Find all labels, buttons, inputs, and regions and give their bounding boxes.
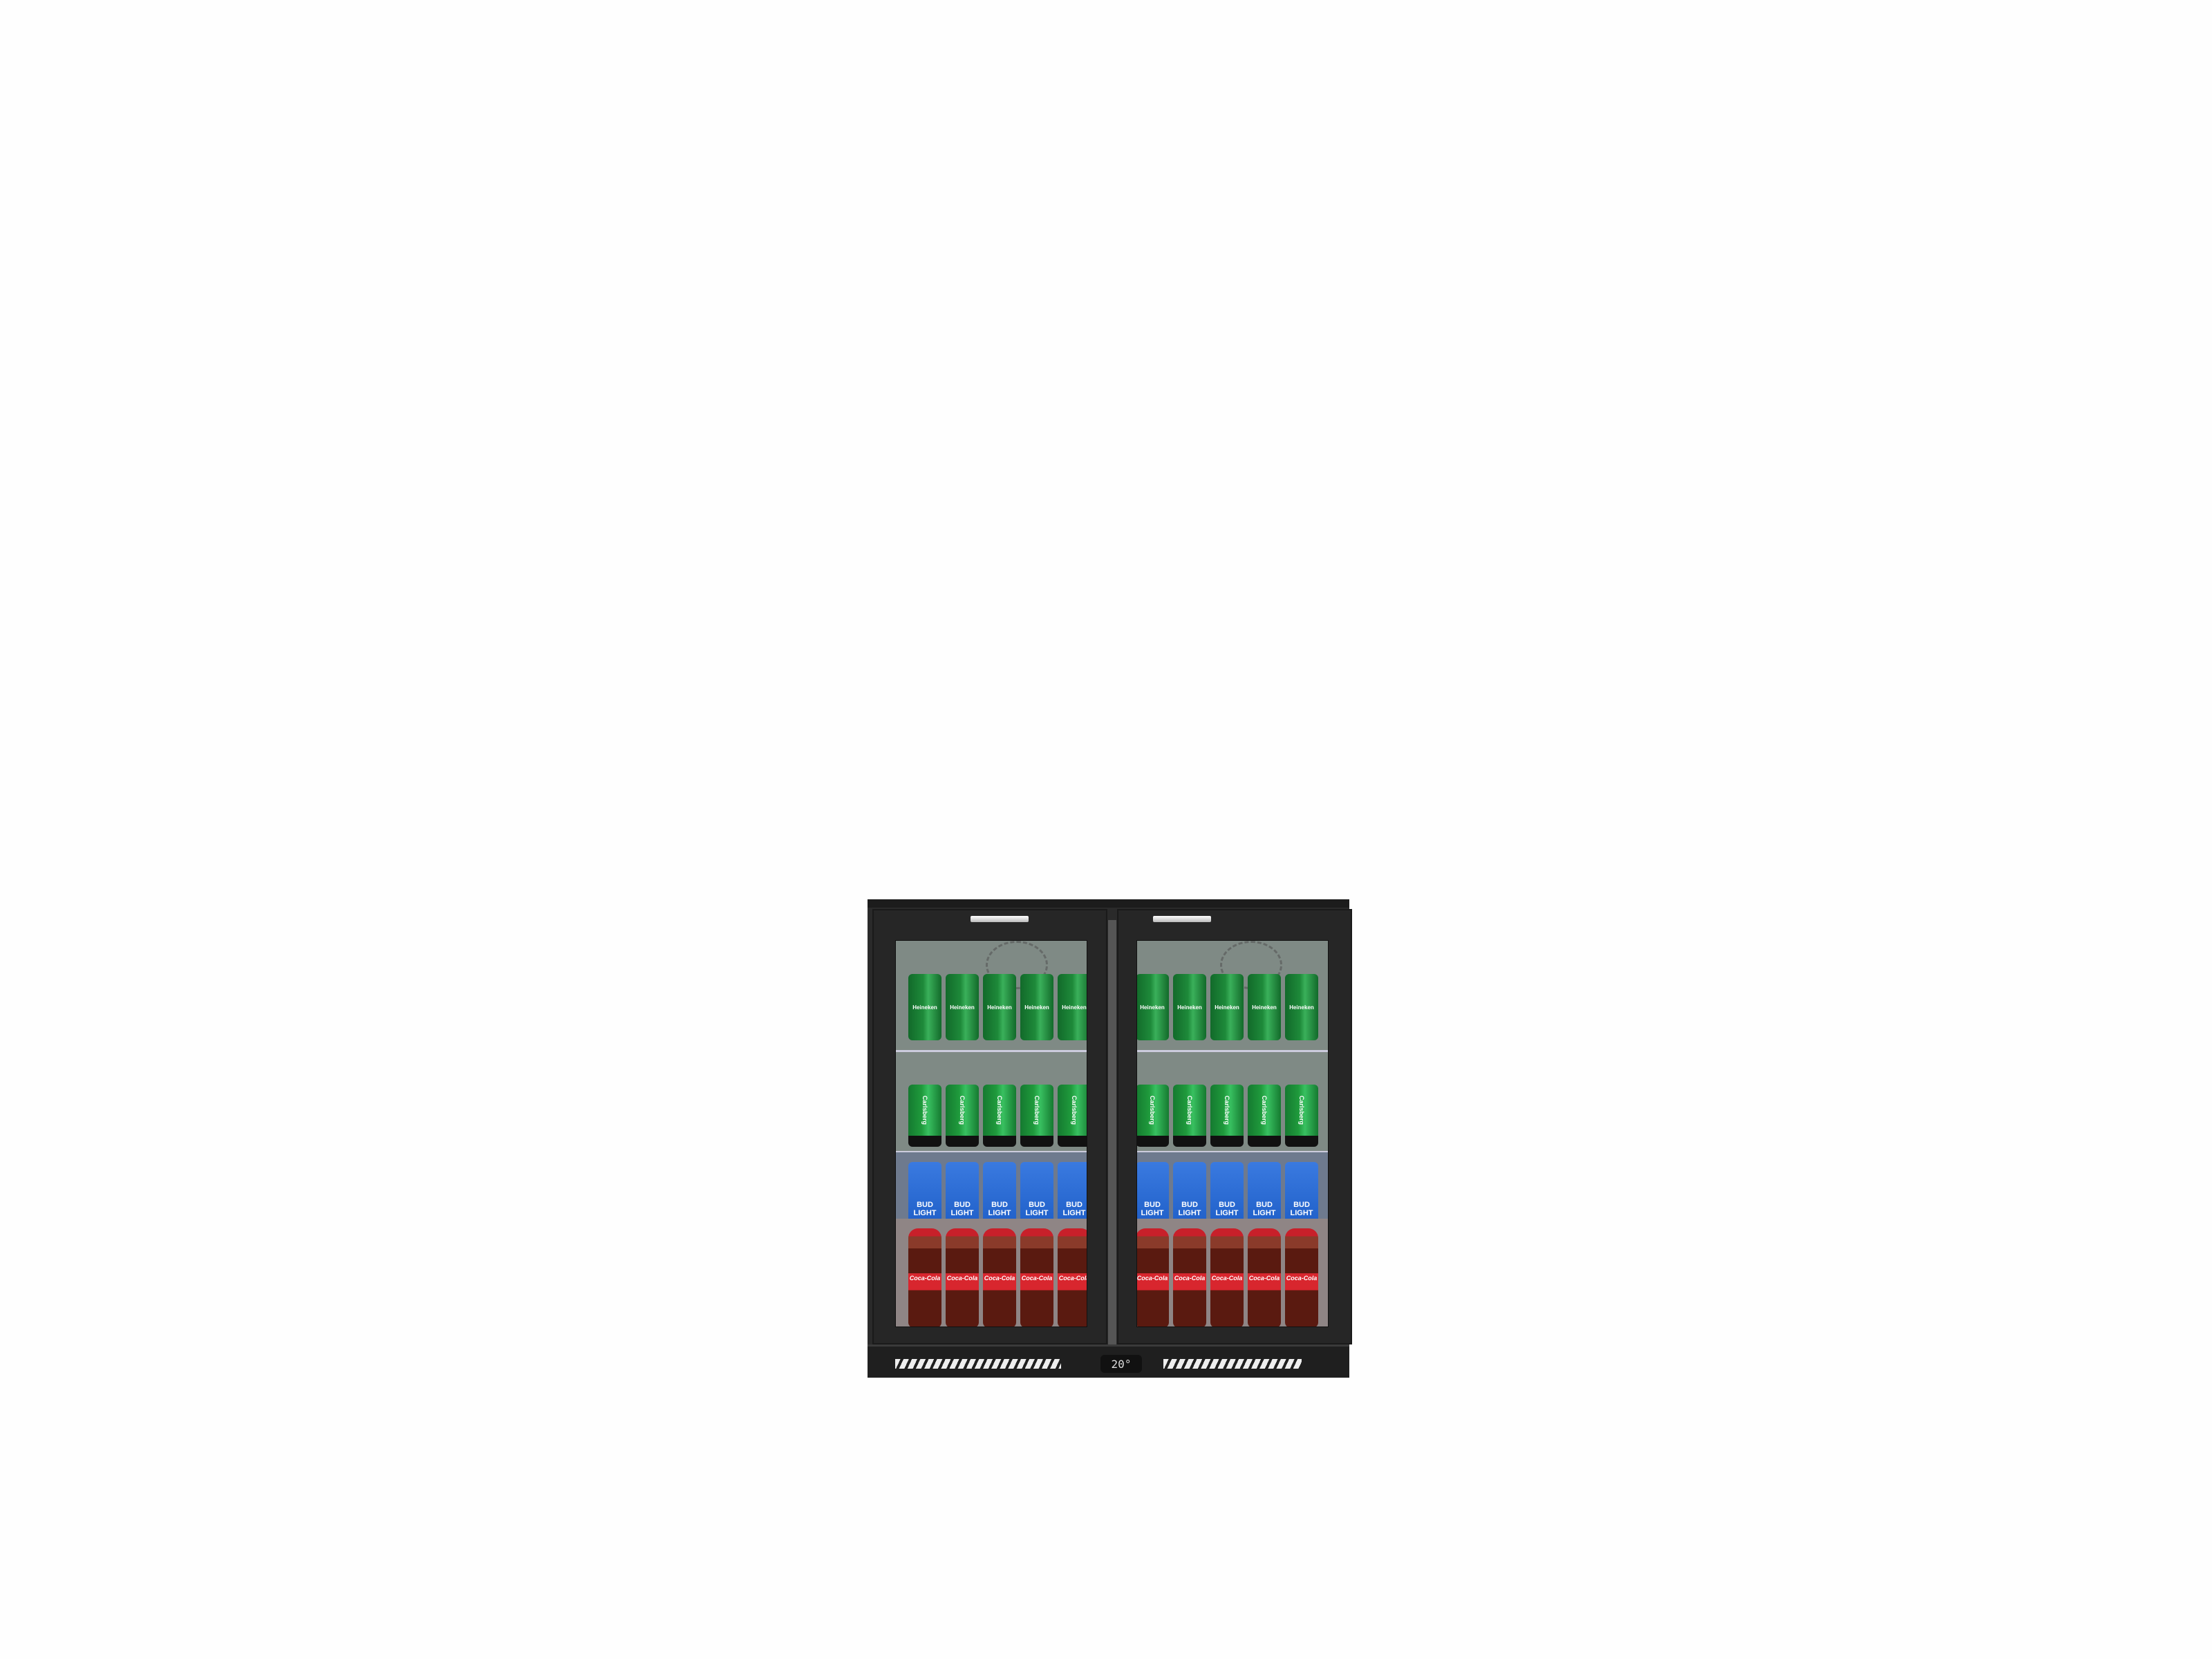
drink-bottle: Coca-Cola: [1285, 1228, 1318, 1327]
drink-can: BUD LIGHT: [983, 1162, 1016, 1227]
shelf: [1137, 1151, 1328, 1153]
drink-bottle: Coca-Cola: [1020, 1228, 1053, 1327]
drink-can: BUD LIGHT: [1248, 1162, 1281, 1227]
drink-can: Heineken: [983, 974, 1016, 1040]
drink-can: Heineken: [1285, 974, 1318, 1040]
drink-bottle: Coca-Cola: [1137, 1228, 1169, 1327]
drink-can: Heineken: [908, 974, 941, 1040]
vent-grille: [895, 1359, 1061, 1369]
drink-bottle: Coca-Cola: [983, 1228, 1016, 1327]
drink-bottle: Coca-Cola: [908, 1228, 941, 1327]
drink-can: Carlsberg: [1248, 1085, 1281, 1147]
drink-can: BUD LIGHT: [1137, 1162, 1169, 1227]
drink-can: Carlsberg: [983, 1085, 1016, 1147]
temperature-display: 20°: [1100, 1355, 1142, 1373]
top-panel: [868, 899, 1349, 908]
drink-can: BUD LIGHT: [1210, 1162, 1244, 1227]
drink-can: Carlsberg: [1210, 1085, 1244, 1147]
drink-can: Heineken: [1210, 974, 1244, 1040]
drink-can: Heineken: [1137, 974, 1169, 1040]
drink-bottle: Coca-Cola: [1173, 1228, 1206, 1327]
bottom-panel: 20°: [868, 1344, 1349, 1378]
fan-icon: [986, 941, 1048, 989]
drink-can: Carlsberg: [1058, 1085, 1087, 1147]
door-handle[interactable]: [1153, 916, 1211, 922]
drink-can: Carlsberg: [908, 1085, 941, 1147]
drink-can: BUD LIGHT: [1285, 1162, 1318, 1227]
drink-can: BUD LIGHT: [1058, 1162, 1087, 1227]
drink-can: Carlsberg: [1285, 1085, 1318, 1147]
drink-can: BUD LIGHT: [908, 1162, 941, 1227]
drink-can: Carlsberg: [1020, 1085, 1053, 1147]
drink-bottle: Coca-Cola: [1210, 1228, 1244, 1327]
drink-can: Carlsberg: [946, 1085, 979, 1147]
drink-can: Heineken: [1058, 974, 1087, 1040]
shelf: [896, 1151, 1087, 1153]
drink-can: BUD LIGHT: [946, 1162, 979, 1227]
drink-bottle: Coca-Cola: [1248, 1228, 1281, 1327]
shelf: [1137, 1050, 1328, 1052]
drink-can: BUD LIGHT: [1020, 1162, 1053, 1227]
drink-can: Carlsberg: [1173, 1085, 1206, 1147]
drink-can: Heineken: [1020, 974, 1053, 1040]
drink-can: Heineken: [946, 974, 979, 1040]
shelf: [896, 1050, 1087, 1052]
drink-can: BUD LIGHT: [1173, 1162, 1206, 1227]
door-handle[interactable]: [971, 916, 1029, 922]
drink-bottle: Coca-Cola: [1058, 1228, 1087, 1327]
door-divider: [1108, 920, 1116, 1344]
drink-can: Carlsberg: [1137, 1085, 1169, 1147]
vent-grille: [1163, 1359, 1302, 1369]
drink-bottle: Coca-Cola: [946, 1228, 979, 1327]
drink-can: Heineken: [1173, 974, 1206, 1040]
drink-can: Heineken: [1248, 974, 1281, 1040]
